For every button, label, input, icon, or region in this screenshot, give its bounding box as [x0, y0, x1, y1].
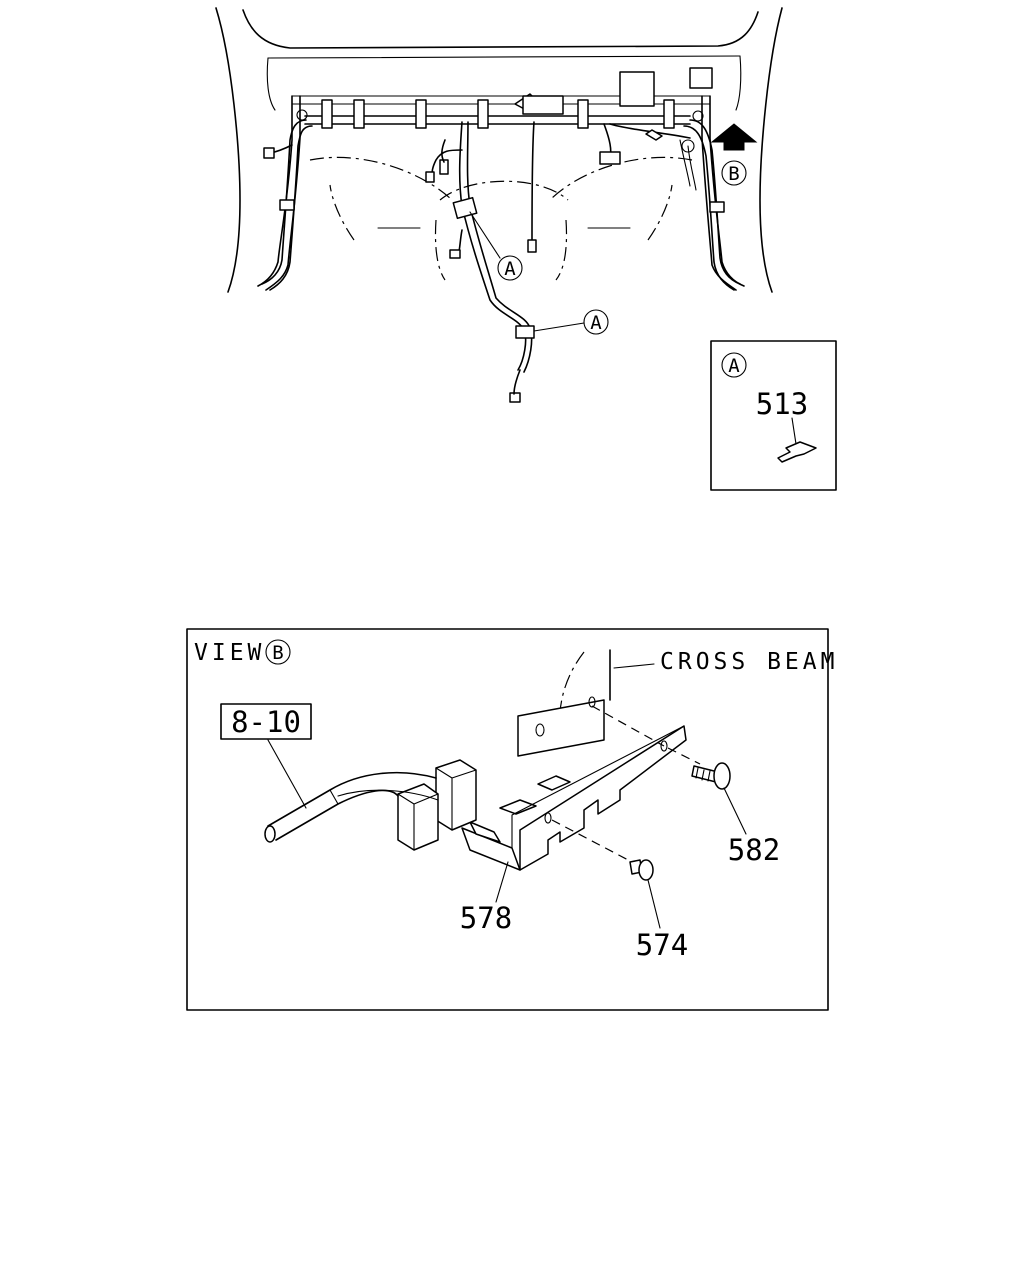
dashboard-harness-view: B A A — [215, 7, 783, 403]
harness-connectors — [397, 759, 477, 851]
part-574-label: 574 — [636, 928, 688, 962]
callout-a-lower-label: A — [590, 312, 602, 334]
callout-a-upper-label: A — [504, 258, 516, 280]
clip-513-icon — [777, 441, 817, 463]
detail-a-panel: A 513 — [710, 340, 837, 491]
cross-beam-label: CROSS BEAM — [660, 649, 838, 675]
callout-a-lower-circle — [583, 309, 609, 335]
view-b-arrow-icon — [710, 123, 758, 151]
view-b-marker-circle — [265, 639, 291, 665]
part-582-label: 582 — [728, 833, 780, 867]
harness-clips — [321, 99, 675, 129]
cabin-left-outline — [215, 7, 241, 293]
dash-top-edge — [242, 9, 759, 49]
part-513-label: 513 — [756, 387, 808, 421]
callout-a-upper-circle — [497, 255, 523, 281]
cross-beam-plate — [517, 699, 605, 757]
detail-a-marker-label: A — [728, 355, 740, 377]
callout-b-circle — [721, 160, 747, 186]
ref-box-8-10-label: 8-10 — [231, 705, 301, 739]
cabin-right-outline — [759, 7, 783, 293]
callout-b-label: B — [728, 163, 739, 185]
ref-box-8-10 — [220, 703, 312, 740]
connector-block-top — [619, 71, 655, 107]
screw-574-icon — [629, 859, 654, 881]
part-578-label: 578 — [460, 901, 512, 935]
screw-582-icon — [691, 762, 731, 790]
view-b-panel: VIEW B CROSS BEAM 582 — [186, 628, 838, 1011]
inner-panel-left — [257, 95, 293, 287]
bracket-578 — [519, 725, 687, 871]
harness-wire — [267, 771, 437, 827]
corner-box-right — [689, 67, 713, 89]
detail-a-marker-circle — [721, 352, 747, 378]
clip-a-lower — [515, 325, 535, 339]
view-b-title: VIEW — [194, 640, 265, 666]
clip-a-upper — [452, 196, 478, 220]
view-b-marker-label: B — [272, 642, 283, 664]
